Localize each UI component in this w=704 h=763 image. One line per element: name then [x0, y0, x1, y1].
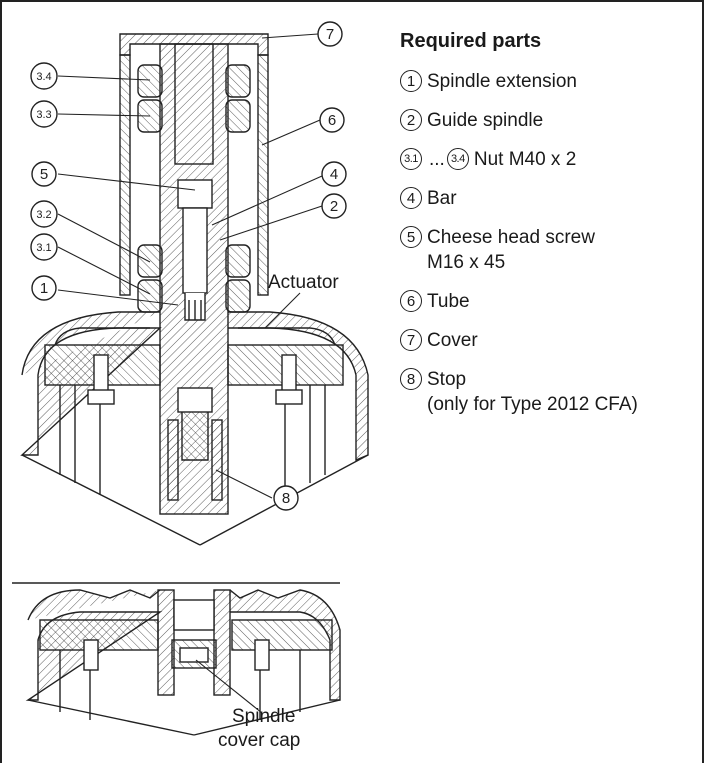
part-label: Cover — [427, 330, 478, 351]
part-number: 2 — [400, 109, 422, 131]
callout-1: 1 — [31, 275, 57, 301]
part-label: Nut M40 x 2 — [473, 149, 577, 170]
part-label: Tube — [427, 291, 470, 312]
part-7: 7 Cover — [400, 328, 700, 353]
part-number: 6 — [400, 290, 422, 312]
spindle-cover-cap-label-line2: cover cap — [218, 730, 300, 751]
callout-8: 8 — [273, 485, 299, 511]
callout-3-4: 3.4 — [30, 62, 58, 90]
svg-text:7: 7 — [326, 26, 334, 43]
callout-4: 4 — [321, 161, 347, 187]
callout-3-1: 3.1 — [30, 233, 58, 261]
drawing-labels: Actuator Spindle cover cap — [218, 272, 339, 751]
frame-top-border — [0, 0, 704, 2]
part-4: 4 Bar — [400, 186, 700, 211]
frame-right-border — [702, 0, 704, 763]
svg-text:3.4: 3.4 — [36, 71, 51, 83]
svg-text:3.3: 3.3 — [36, 109, 51, 121]
actuator-label: Actuator — [268, 272, 339, 293]
svg-text:2: 2 — [330, 198, 338, 215]
part-6: 6 Tube — [400, 289, 700, 314]
spindle-cover-cap-label-line1: Spindle — [232, 706, 295, 727]
lower-detail-view — [12, 582, 341, 736]
part-label: Guide spindle — [427, 110, 544, 131]
part-number-start: 3.1 — [400, 148, 422, 170]
part-number: 4 — [400, 187, 422, 209]
part-8: 8 Stop (only for Type 2012 CFA) — [400, 367, 700, 417]
part-number: 8 — [400, 368, 422, 390]
frame-left-border — [0, 0, 2, 763]
svg-text:4: 4 — [330, 166, 338, 183]
svg-text:3.2: 3.2 — [36, 209, 51, 221]
svg-text:3.1: 3.1 — [36, 242, 51, 254]
required-parts-panel: Required parts 1 Spindle extension 2 Gui… — [400, 30, 700, 431]
callout-3-2: 3.2 — [30, 200, 58, 228]
svg-text:8: 8 — [282, 490, 290, 507]
part-number: 5 — [400, 226, 422, 248]
part-3: 3.1 ... 3.4 Nut M40 x 2 — [400, 147, 700, 172]
part-range-separator: ... — [429, 149, 445, 170]
callout-5: 5 — [31, 161, 57, 187]
parts-title: Required parts — [400, 30, 542, 52]
callout-markers: 7 3.4 3.3 6 5 4 2 3.2 3.1 1 8 — [30, 21, 347, 511]
part-number: 1 — [400, 70, 422, 92]
part-5: 5 Cheese head screw M16 x 45 — [400, 225, 700, 275]
callout-3-3: 3.3 — [30, 100, 58, 128]
callout-6: 6 — [319, 107, 345, 133]
part-label: Stop (only for Type 2012 CFA) — [427, 369, 638, 415]
part-1: 1 Spindle extension — [400, 69, 700, 94]
callout-2: 2 — [321, 193, 347, 219]
svg-text:5: 5 — [40, 166, 48, 183]
part-number: 7 — [400, 329, 422, 351]
part-number-end: 3.4 — [446, 148, 469, 170]
svg-text:1: 1 — [40, 280, 48, 297]
callout-7: 7 — [317, 21, 343, 47]
part-label: Spindle extension — [427, 71, 577, 92]
upper-assembly — [20, 33, 369, 546]
svg-text:6: 6 — [328, 112, 336, 129]
leader-lines — [57, 33, 323, 714]
part-2: 2 Guide spindle — [400, 108, 700, 133]
part-label: Cheese head screw M16 x 45 — [427, 227, 595, 273]
part-label: Bar — [427, 188, 457, 209]
